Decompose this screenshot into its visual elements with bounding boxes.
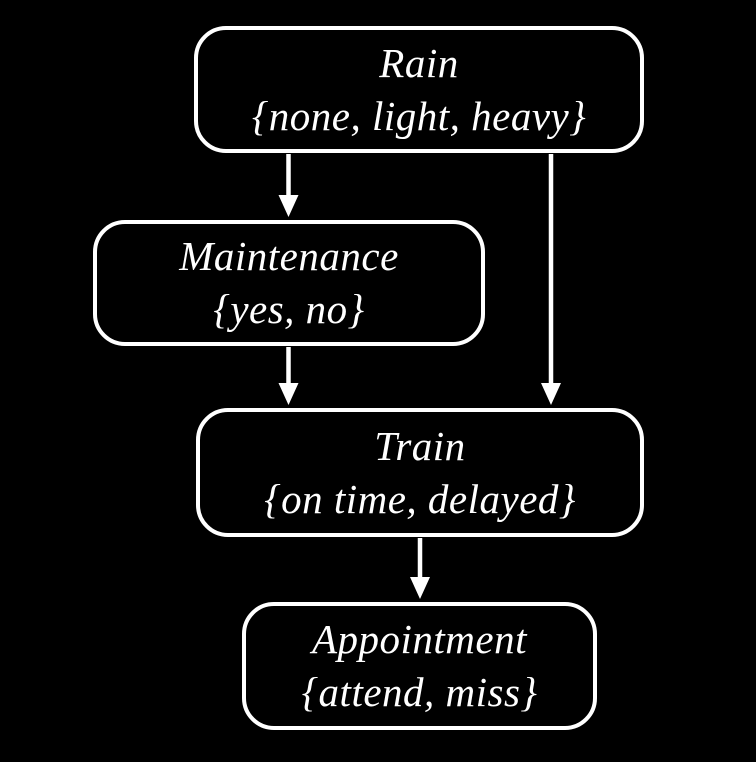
node-appointment-domain: {attend, miss} [301, 669, 538, 715]
node-rain-label: Rain [379, 39, 459, 86]
edge-rain-to-maintenance [278, 154, 299, 217]
edge-train-to-appointment [410, 538, 430, 599]
edge-maintenance-to-train [278, 347, 299, 405]
node-train-domain: {on time, delayed} [264, 475, 576, 522]
node-rain-domain: {none, light, heavy} [251, 92, 587, 139]
node-maintenance: Maintenance {yes, no} [93, 220, 485, 346]
node-maintenance-label: Maintenance [179, 233, 399, 279]
edge-rain-to-train [541, 154, 561, 405]
node-maintenance-domain: {yes, no} [213, 286, 365, 332]
node-train-label: Train [374, 422, 466, 469]
node-rain: Rain {none, light, heavy} [194, 26, 644, 153]
node-train: Train {on time, delayed} [196, 408, 644, 537]
node-appointment-label: Appointment [311, 616, 528, 662]
node-appointment: Appointment {attend, miss} [242, 602, 597, 730]
